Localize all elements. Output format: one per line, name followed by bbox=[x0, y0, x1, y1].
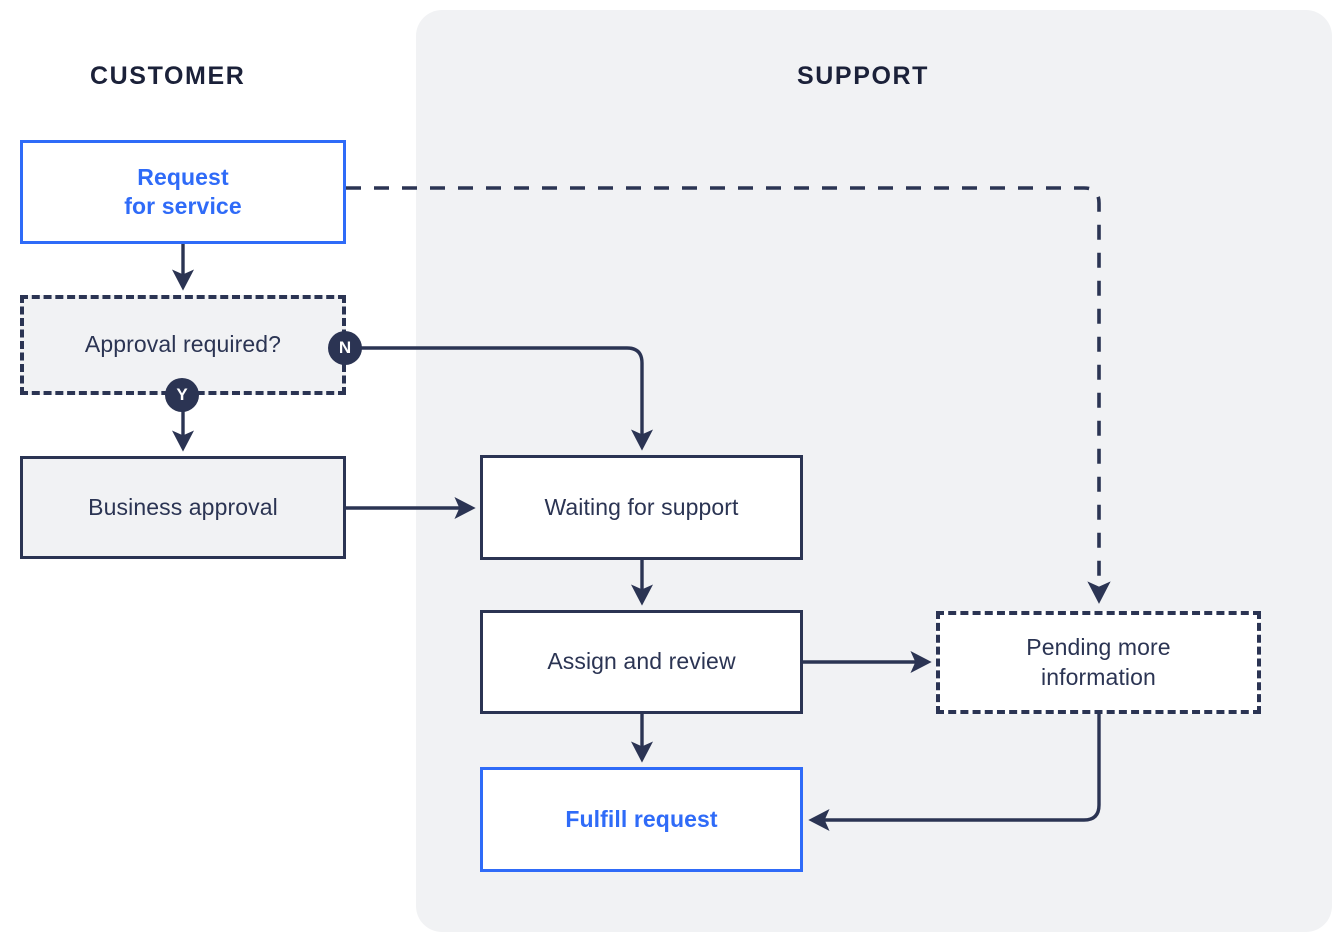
edge-approval-no-to-waiting bbox=[352, 346, 654, 451]
node-pending-label: Pending more information bbox=[1026, 633, 1170, 692]
node-assign-label: Assign and review bbox=[547, 648, 736, 675]
node-request-label: Request for service bbox=[124, 163, 241, 222]
node-approval-label: Approval required? bbox=[84, 331, 282, 358]
node-waiting-label: Waiting for support bbox=[544, 493, 739, 520]
lane-title-support: SUPPORT bbox=[797, 62, 930, 90]
node-assign-and-review[interactable]: Assign and review bbox=[480, 610, 803, 714]
node-pending-line-2: information bbox=[1041, 663, 1156, 690]
node-fulfill-label: Fulfill request bbox=[565, 805, 718, 832]
edge-request-to-pending bbox=[346, 186, 1111, 604]
decision-badge-no: N bbox=[328, 331, 362, 365]
node-pending-line-1: Pending more bbox=[1026, 634, 1171, 661]
edge-pending-to-fulfill bbox=[808, 714, 1101, 832]
node-request-line-2: for service bbox=[124, 193, 242, 219]
node-business-label: Business approval bbox=[88, 493, 278, 520]
node-waiting-for-support[interactable]: Waiting for support bbox=[480, 455, 803, 560]
decision-badge-yes: Y bbox=[165, 378, 199, 412]
node-request-for-service[interactable]: Request for service bbox=[20, 140, 346, 244]
node-business-approval[interactable]: Business approval bbox=[20, 456, 346, 559]
node-pending-more-information[interactable]: Pending more information bbox=[936, 611, 1261, 714]
lane-title-customer: CUSTOMER bbox=[90, 62, 246, 90]
node-fulfill-request[interactable]: Fulfill request bbox=[480, 767, 803, 872]
node-request-line-1: Request bbox=[137, 163, 229, 190]
